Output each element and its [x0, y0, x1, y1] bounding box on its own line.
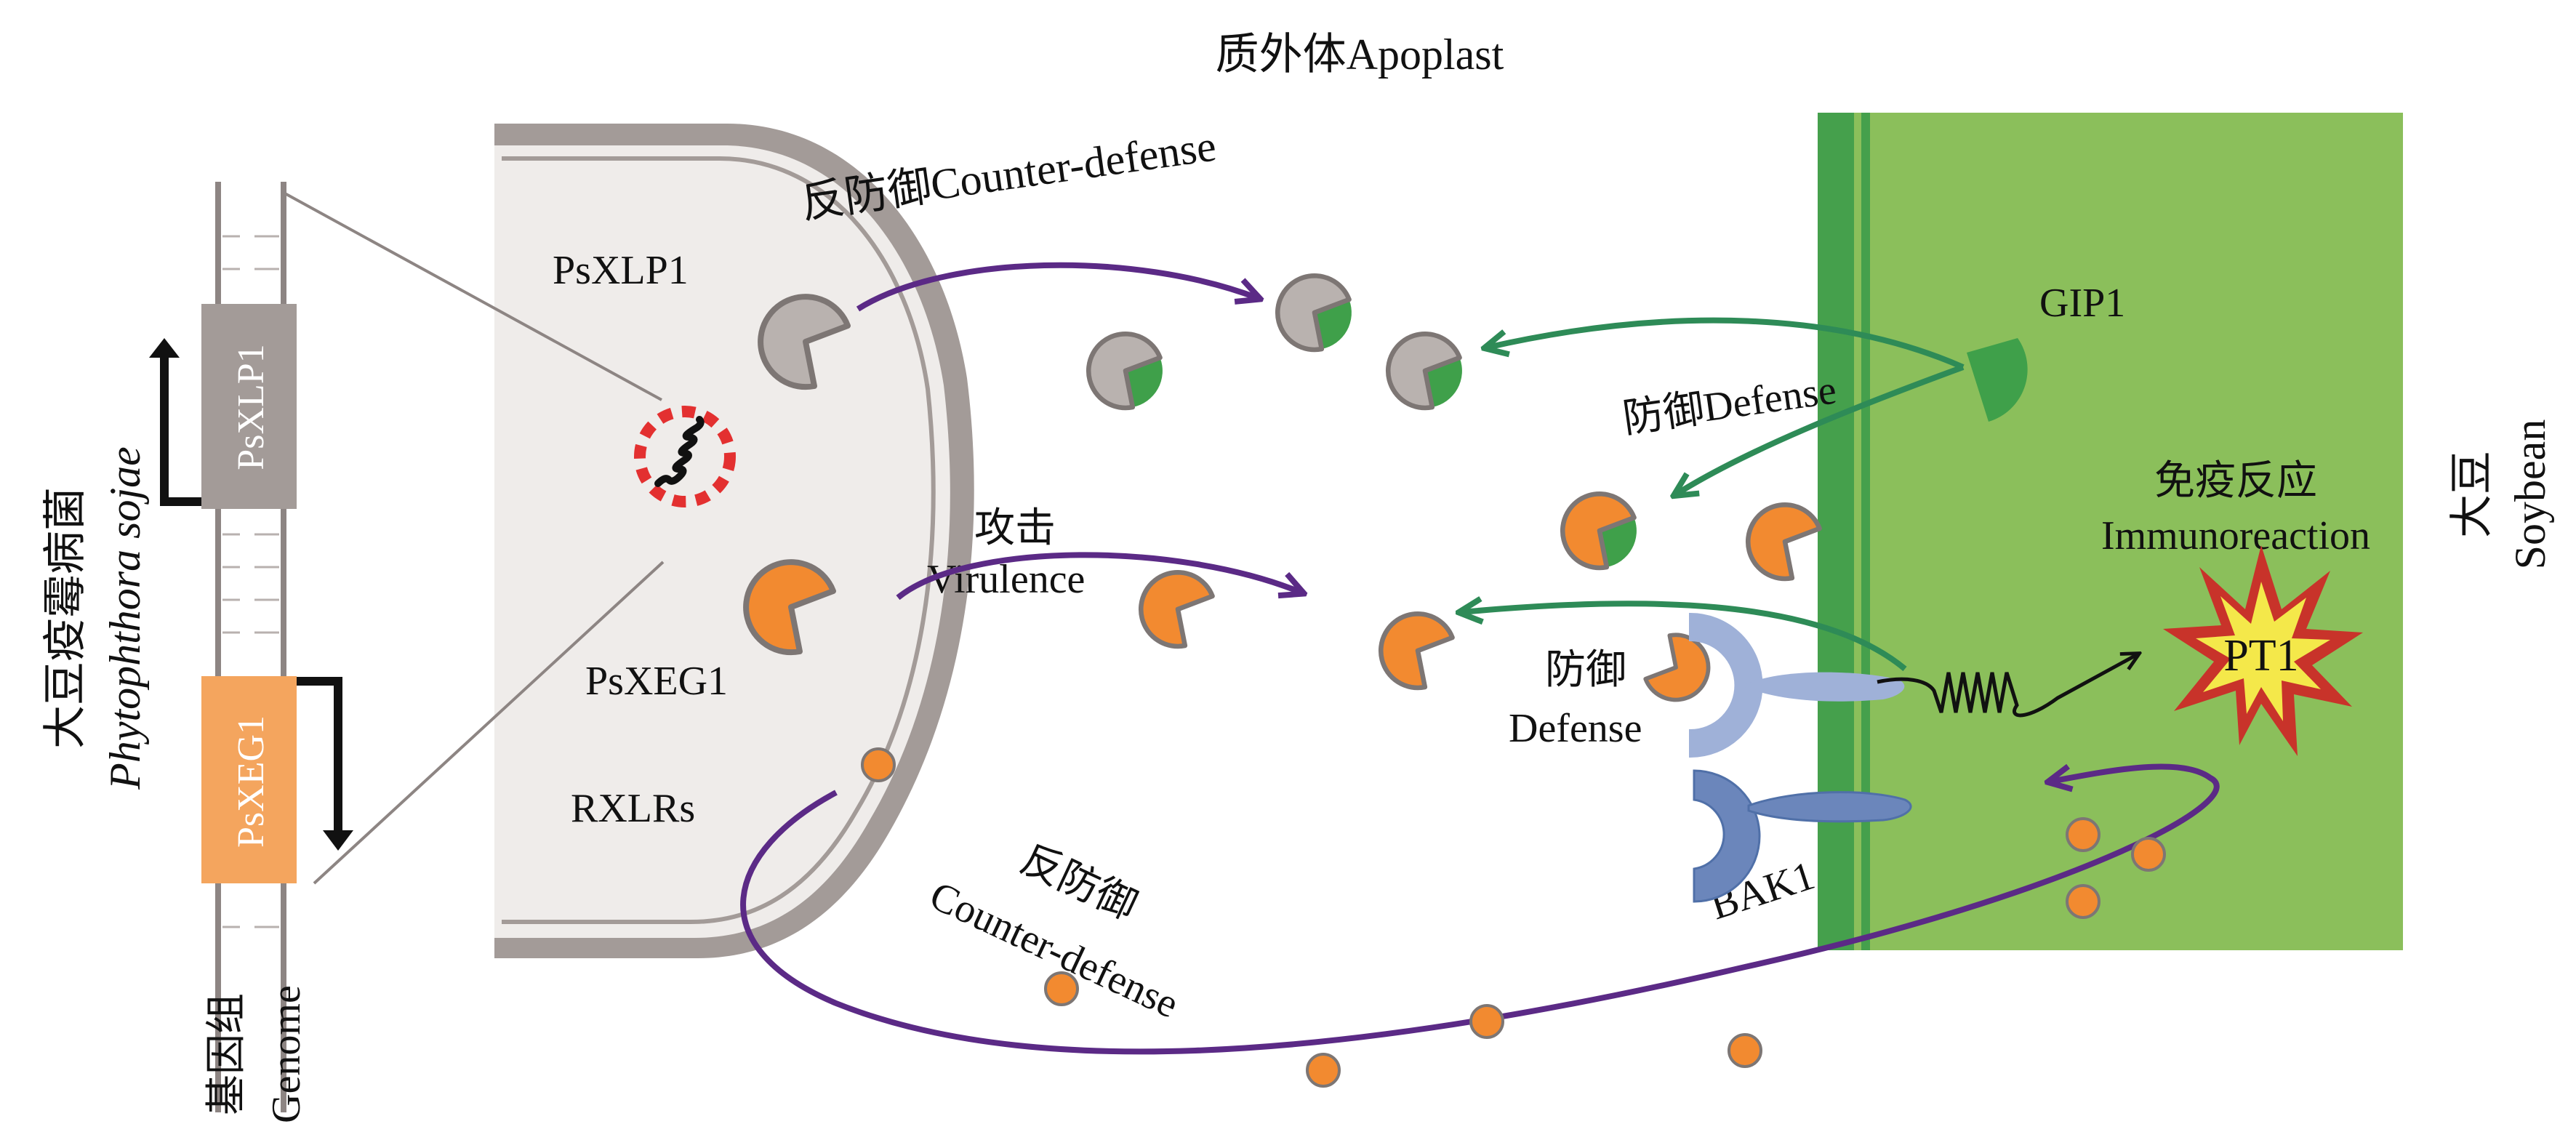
rxlr-dot — [861, 747, 896, 782]
psxlp1-gip1-complex-3 — [1388, 334, 1462, 408]
rxlr-dot — [1469, 1004, 1504, 1039]
plasma-membrane-inner — [1861, 113, 1870, 950]
rxlr-dot — [2131, 837, 2166, 872]
nucleus-dna-coil — [634, 406, 736, 507]
rxlr-dot — [1306, 1053, 1341, 1088]
rxlr-dot — [2066, 817, 2100, 852]
xlp1-arrowhead-icon — [149, 338, 180, 358]
plasma-membrane-outer — [1818, 113, 1854, 950]
psxlp1-cell-label: PsXLP1 — [553, 248, 689, 293]
rxlr-dot — [1044, 971, 1079, 1006]
genome-label-cn: 基因组 — [204, 993, 249, 1115]
cell-body — [494, 145, 950, 938]
xeg1-transcription-arrow — [297, 677, 342, 832]
gene-label-psxlp1: PsXLP1 — [230, 344, 272, 470]
rxlr-effectors — [861, 747, 2166, 1088]
soybean-cell — [1818, 113, 2403, 950]
gip1-protein — [1967, 338, 2028, 422]
psxeg1-effector-apoplast-2 — [1381, 614, 1452, 688]
counter-defense-arrow-bottom — [740, 763, 2220, 1055]
psxeg1-gip1-complex — [1562, 494, 1637, 568]
pt1-label: PT1 — [2223, 631, 2298, 681]
attack-label-en: Virulence — [927, 557, 1085, 602]
immunoreaction-label-en: Immunoreaction — [2101, 513, 2370, 558]
gip1-defense-arrow-lower — [1676, 364, 1965, 494]
gip1-label: GIP1 — [2039, 281, 2125, 326]
psxeg1-bound-receptor — [1645, 635, 1708, 699]
signal-transduction-wave — [1877, 654, 2138, 718]
soybean-label-cn: 大豆 — [2448, 451, 2496, 538]
rxlr-dot — [2066, 884, 2100, 919]
pathogen-label-en: Phytophthora sojae — [101, 446, 149, 790]
rxlrs-label: RXLRs — [571, 786, 695, 831]
soybean-cytoplasm — [1818, 113, 2403, 950]
pathogen-label-cn: 大豆疫霉病菌 — [41, 487, 89, 749]
psxlp1-gip1-complex-1 — [1088, 334, 1163, 408]
gip1-defense-arrow-upper — [1487, 317, 1965, 370]
genome-label-en: Genome — [264, 985, 309, 1123]
psxeg1-cell-label: PsXEG1 — [585, 659, 728, 704]
defense-receptor-label-en: Defense — [1509, 706, 1642, 751]
pathogen-cell — [494, 124, 974, 958]
xeg1-arrowhead-icon — [323, 830, 353, 851]
counter-defense-top-label: 反防御Counter-defense — [798, 121, 1219, 227]
genome-dna: PsXLP1 PsXEG1 — [149, 182, 665, 1112]
psxeg1-effector-near-membrane — [1748, 505, 1819, 579]
psxlp1-gip1-complex-2 — [1277, 276, 1352, 350]
virulence-arrow — [896, 552, 1301, 601]
rxlr-dot — [1728, 1033, 1762, 1068]
immunoreaction-label-cn: 免疫反应 — [2154, 459, 2317, 504]
bak1-receptor — [1693, 769, 1912, 903]
gene-box-psxeg1 — [201, 676, 297, 883]
ravg-receptor — [1689, 612, 1905, 758]
receptor-defense-arrow — [1461, 603, 1907, 672]
defense-receptor-label-cn: 防御 — [1545, 648, 1626, 693]
pt1-immune-burst: PT1 — [2163, 545, 2363, 756]
counter-defense-arrow-top — [856, 262, 1258, 312]
attack-label-cn: 攻击 — [974, 506, 1056, 551]
xlp1-transcription-arrow — [160, 356, 201, 506]
psxeg1-effector-apoplast — [1141, 572, 1212, 646]
gene-box-psxlp1 — [201, 304, 297, 509]
gene-label-psxeg1: PsXEG1 — [230, 715, 272, 848]
apoplast-label: 质外体Apoplast — [1216, 31, 1504, 79]
soybean-label-en: Soybean — [2506, 420, 2554, 570]
